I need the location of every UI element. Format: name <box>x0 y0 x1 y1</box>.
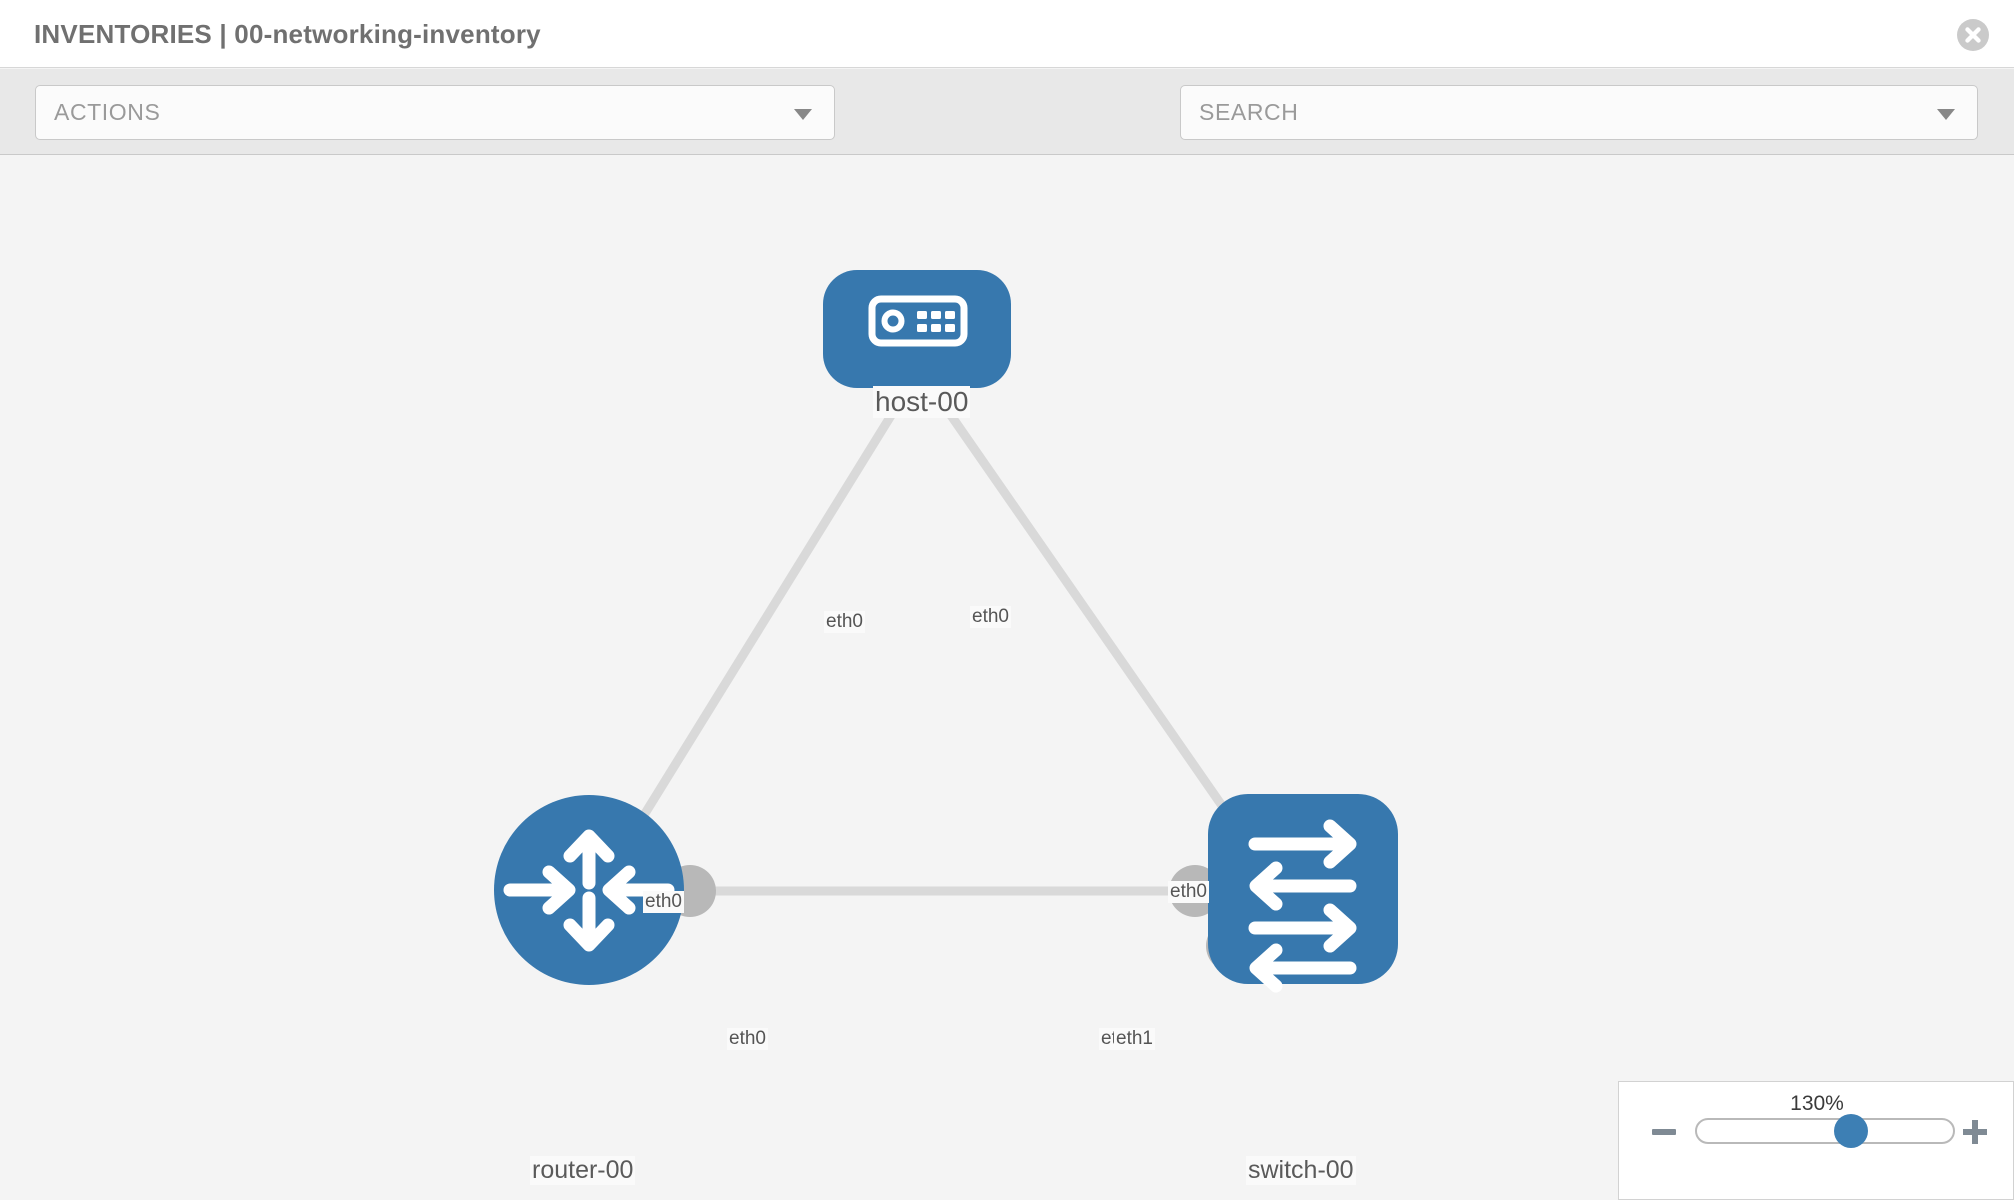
topology-links <box>611 411 1254 896</box>
node-router-00[interactable] <box>494 795 684 985</box>
topology-canvas[interactable]: host-00 router-00 switch-00 eth0 eth0 et… <box>0 156 2014 1200</box>
zoom-control-panel: 130% <box>1618 1081 2014 1200</box>
zoom-level-value: 130% <box>1790 1092 1844 1115</box>
zoom-slider[interactable] <box>1695 1114 1955 1148</box>
actions-dropdown-label: ACTIONS <box>54 99 161 125</box>
minus-icon[interactable] <box>1652 1129 1676 1135</box>
node-label-host-00: host-00 <box>873 386 971 418</box>
page-title: INVENTORIES | 00-networking-inventory <box>34 19 541 49</box>
link-host-router[interactable] <box>611 411 896 865</box>
edge-label-host-router-a: eth0 <box>824 611 865 633</box>
link-host-switch[interactable] <box>946 411 1254 849</box>
toolbar: ACTIONS SEARCH <box>0 69 2014 194</box>
edge-label-switch-eth1: eth1 <box>1114 1028 1155 1050</box>
search-placeholder: SEARCH <box>1199 99 1299 125</box>
chevron-down-icon <box>794 109 812 120</box>
edge-label-router-eth0: eth0 <box>727 1028 768 1050</box>
edge-label-host-router-b: eth0 <box>643 891 684 913</box>
node-label-switch-00: switch-00 <box>1246 1156 1356 1185</box>
close-circle-icon[interactable] <box>1956 18 1990 52</box>
topology-graph <box>494 270 1398 993</box>
node-host-00[interactable] <box>823 270 1011 388</box>
edge-label-host-switch-a: eth0 <box>970 606 1011 628</box>
chevron-down-icon[interactable] <box>1937 109 1955 120</box>
edge-label-host-switch-b: eth0 <box>1168 881 1209 903</box>
search-input[interactable]: SEARCH <box>1180 85 1978 140</box>
node-switch-00[interactable] <box>1208 794 1398 993</box>
node-label-router-00: router-00 <box>530 1156 636 1185</box>
actions-dropdown[interactable]: ACTIONS <box>35 85 835 140</box>
page-header: INVENTORIES | 00-networking-inventory <box>0 0 2014 68</box>
plus-icon[interactable] <box>1963 1120 1987 1144</box>
zoom-slider-thumb[interactable] <box>1833 1114 1868 1148</box>
